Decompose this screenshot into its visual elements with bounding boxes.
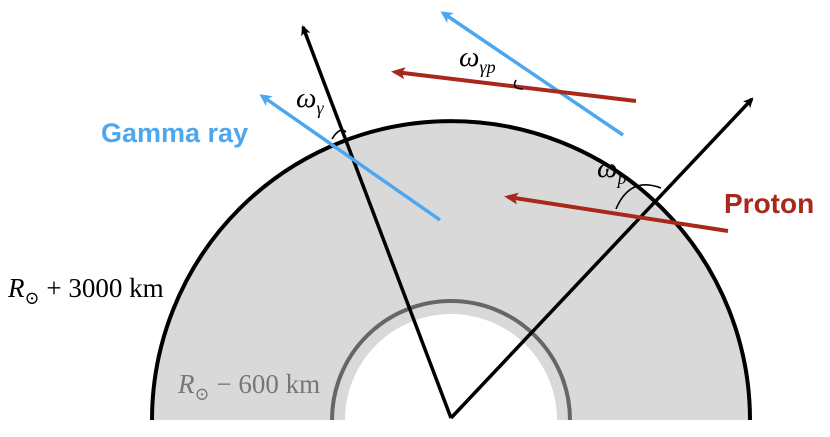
omega-p-label: ωp xyxy=(597,152,626,188)
proton-radial-axis xyxy=(449,97,754,420)
gamma-ray-arrow-top xyxy=(440,11,624,137)
omega-p-angle-arc xyxy=(615,184,662,210)
gamma-radial-axis xyxy=(301,25,453,419)
proton-arrow xyxy=(504,192,729,233)
omega-gamma-label: ωγ xyxy=(296,82,324,118)
outer-radius-label: R⊙ + 3000 km xyxy=(7,273,164,308)
outer-shell xyxy=(152,121,750,420)
gamma-ray-label: Gamma ray xyxy=(101,118,248,148)
omega-gamma-angle-arc xyxy=(331,129,347,140)
omega-gamma-p-angle-arc xyxy=(513,79,524,90)
inner-radius-label: R⊙ − 600 km xyxy=(177,369,320,404)
inner-boundary xyxy=(330,299,572,420)
outer-boundary xyxy=(150,119,752,420)
gamma-ray-arrow xyxy=(259,94,442,222)
omega-gamma-p-label: ωγp xyxy=(459,41,496,77)
proton-label: Proton xyxy=(724,188,814,219)
